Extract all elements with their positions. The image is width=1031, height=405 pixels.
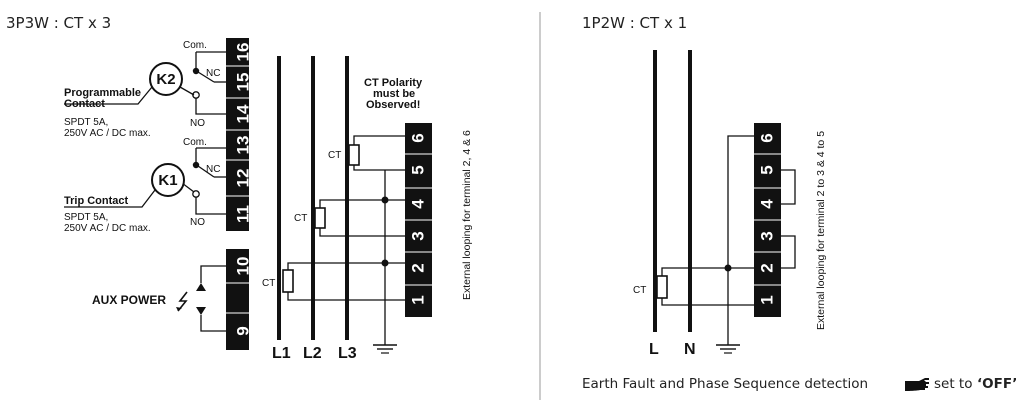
r-ct-terminal-5: 5 xyxy=(757,165,776,174)
terminal-11: 11 xyxy=(233,205,252,223)
ground-icon-right xyxy=(716,344,740,354)
left-ct-terminal-strip: 6 5 4 3 2 1 xyxy=(405,123,432,317)
line-l1: L1 xyxy=(272,345,291,362)
ct-label-l3: CT xyxy=(328,150,341,161)
terminal-9: 9 xyxy=(233,326,252,335)
r-ct-terminal-1: 1 xyxy=(757,295,776,304)
polarity-note-line2: must be xyxy=(373,88,415,100)
k2-relay: K2 Programmable Contact SPDT 5A, 250V AC… xyxy=(64,62,183,139)
k1-relay: K1 Trip Contact SPDT 5A, 250V AC / DC ma… xyxy=(64,163,185,234)
k1-contacts: Com. NC NO xyxy=(181,137,226,228)
polarity-note-line1: CT Polarity xyxy=(364,77,423,89)
left-looping-note: External looping for terminal 2, 4 & 6 xyxy=(461,130,473,300)
ct-label-l1: CT xyxy=(262,278,275,289)
left-title: 3P3W : CT x 3 xyxy=(6,14,111,32)
k1-badge: K1 xyxy=(158,172,177,189)
terminal-14: 14 xyxy=(233,104,252,123)
k2-nc-label: NC xyxy=(206,68,220,79)
r-ct-terminal-4: 4 xyxy=(757,199,776,209)
loop-2-to-3 xyxy=(781,235,796,269)
footer-prefix: Earth Fault and Phase Sequence detection xyxy=(582,376,868,392)
k1-com-label: Com. xyxy=(183,137,207,148)
left-ct-wiring: CT CT CT xyxy=(262,135,405,354)
footer-suffix: set to xyxy=(934,376,972,392)
k2-spec-line1: SPDT 5A, xyxy=(64,117,108,128)
aux-terminal-strip: 10 9 xyxy=(226,249,252,350)
right-title: 1P2W : CT x 1 xyxy=(582,14,687,32)
k1-spec-line2: 250V AC / DC max. xyxy=(64,223,151,234)
terminal-13: 13 xyxy=(233,136,252,155)
terminal-10: 10 xyxy=(233,257,252,276)
line-l: L xyxy=(649,341,659,358)
right-ct-wiring: CT xyxy=(633,135,754,354)
ct-terminal-4: 4 xyxy=(408,199,427,209)
k2-spec-line2: 250V AC / DC max. xyxy=(64,128,151,139)
ct-terminal-6: 6 xyxy=(408,133,427,142)
terminal-16: 16 xyxy=(233,43,252,62)
footer-value: ‘OFF’ xyxy=(977,376,1017,392)
phase-lines: L1 L2 L3 xyxy=(272,56,357,362)
neutral-lines: L N xyxy=(649,50,696,358)
r-ct-terminal-6: 6 xyxy=(757,133,776,142)
aux-power-label: AUX POWER xyxy=(92,293,166,307)
lightning-icon xyxy=(177,291,188,312)
ct-terminal-2: 2 xyxy=(408,263,427,272)
k2-no-label: NO xyxy=(190,118,205,129)
r-ct-terminal-2: 2 xyxy=(757,263,776,272)
line-l3: L3 xyxy=(338,345,357,362)
k1-name: Trip Contact xyxy=(64,195,129,207)
terminal-12: 12 xyxy=(233,169,252,188)
ct-terminal-5: 5 xyxy=(408,165,427,174)
k1-no-label: NO xyxy=(190,217,205,228)
pointing-hand-icon xyxy=(905,378,929,391)
k2-com-label: Com. xyxy=(183,40,207,51)
k2-name-line2: Contact xyxy=(64,98,105,110)
k1-nc-label: NC xyxy=(206,164,220,175)
right-ct-terminal-strip: 6 5 4 3 2 1 xyxy=(754,123,781,317)
polarity-note-line3: Observed! xyxy=(366,99,420,111)
relay-terminal-strip: 16 15 14 13 12 11 xyxy=(226,38,252,231)
line-l2: L2 xyxy=(303,345,322,362)
aux-power-wiring: AUX POWER xyxy=(92,265,226,332)
k2-contacts: Com. NC NO xyxy=(179,40,226,129)
k2-badge: K2 xyxy=(156,71,175,88)
line-n: N xyxy=(684,341,696,358)
loop-4-to-5 xyxy=(781,169,796,205)
right-looping-note: External looping for terminal 2 to 3 & 4… xyxy=(815,131,827,330)
ct-label-right: CT xyxy=(633,285,646,296)
ct-terminal-3: 3 xyxy=(408,231,427,240)
terminal-15: 15 xyxy=(233,73,252,92)
ct-terminal-1: 1 xyxy=(408,295,427,304)
r-ct-terminal-3: 3 xyxy=(757,231,776,240)
ground-icon-left xyxy=(373,344,397,354)
k2-name-line1: Programmable xyxy=(64,87,141,99)
k1-spec-line1: SPDT 5A, xyxy=(64,212,108,223)
ct-label-l2: CT xyxy=(294,213,307,224)
